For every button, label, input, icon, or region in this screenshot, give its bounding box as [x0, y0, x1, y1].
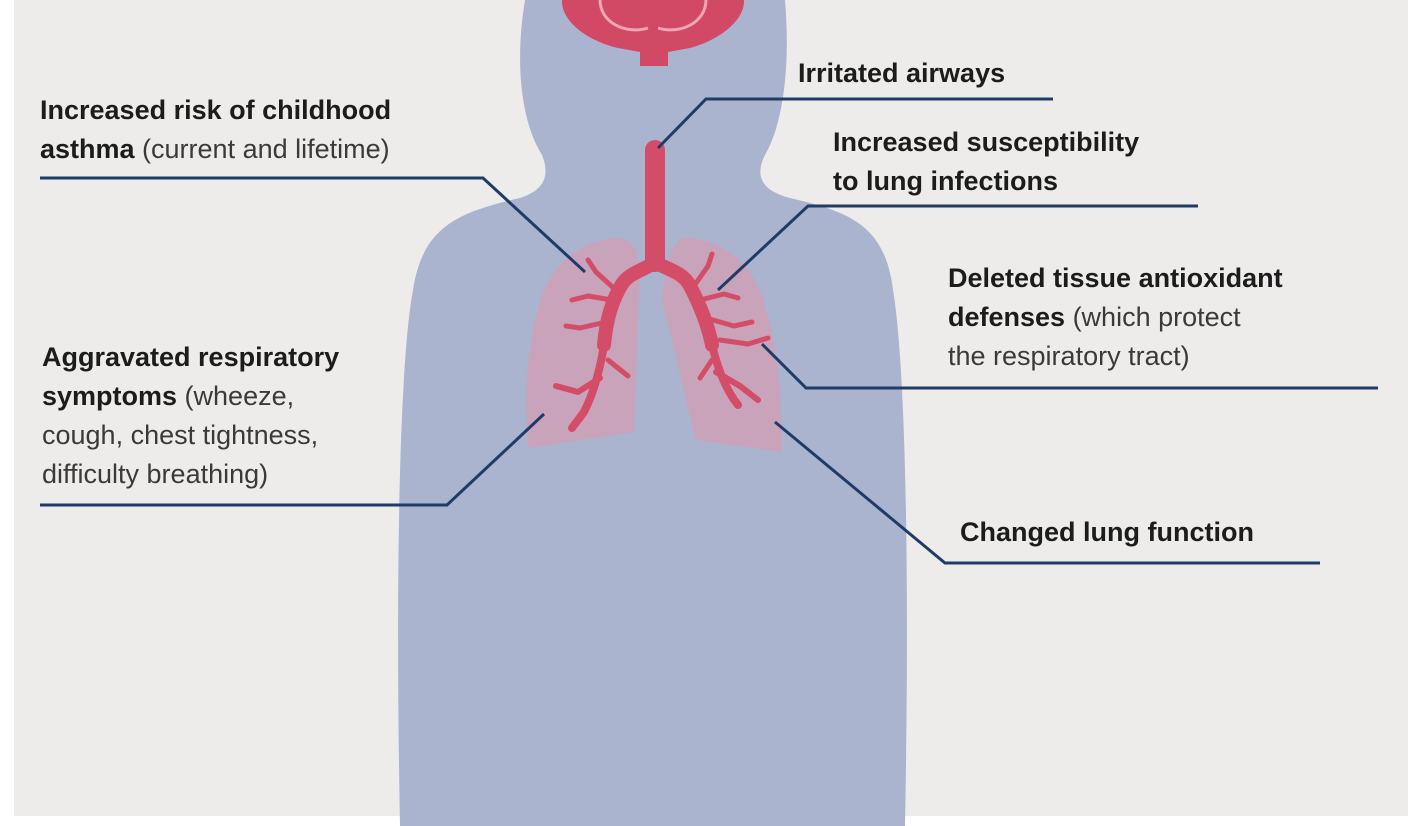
label-childhood-asthma: Increased risk of childhood asthma (curr… [40, 91, 391, 169]
label-antioxidant-defenses: Deleted tissue antioxidant defenses (whi… [948, 259, 1283, 376]
label-respiratory-symptoms: Aggravated respiratory symptoms (wheeze,… [42, 338, 339, 494]
label-lung-infections: Increased susceptibility to lung infecti… [833, 123, 1139, 201]
label-irritated-airways: Irritated airways [798, 54, 1005, 93]
child-silhouette [398, 0, 907, 826]
label-changed-lung-function: Changed lung function [960, 513, 1254, 552]
left-frame-edge [0, 0, 14, 826]
